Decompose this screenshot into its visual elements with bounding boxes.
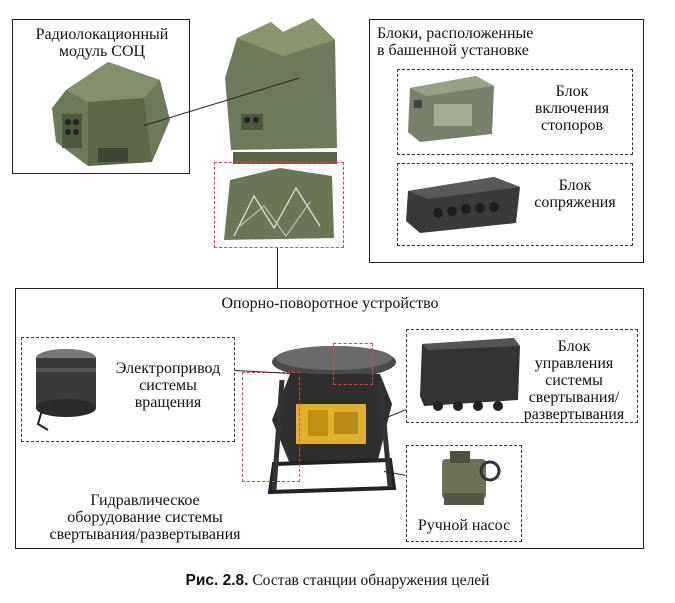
drive-label: Электропривод системы вращения	[104, 360, 232, 411]
interface-label-line2: сопряжения	[534, 194, 616, 211]
interface-block-photo	[404, 173, 522, 235]
tower-title-line2: в башенной установке	[377, 42, 529, 59]
central-radar-photo	[223, 18, 339, 166]
base-connector-line	[277, 248, 279, 288]
pump-photo	[432, 449, 504, 509]
control-label-line2: управления	[534, 355, 614, 372]
hydraulic-label: Гидравлическое оборудование системы свер…	[30, 492, 260, 543]
drive-photo	[28, 346, 102, 432]
drive-label-line1: Электропривод	[115, 360, 221, 377]
lock-label-line3: стопоров	[541, 117, 603, 134]
hydraulic-highlight	[242, 372, 300, 482]
drive-label-line3: вращения	[134, 394, 202, 411]
turntable-photo	[252, 340, 402, 496]
control-block-label: Блок управления системы свертывания/ раз…	[514, 338, 634, 423]
radar-label-line1: Радиолокационный	[35, 26, 169, 43]
interface-label-line1: Блок	[558, 177, 592, 194]
control-label-line4: свертывания/	[528, 389, 620, 406]
hydraulic-label-line2: оборудование системы	[67, 509, 223, 526]
caption-prefix: Рис. 2.8.	[185, 572, 249, 589]
lock-block-label: Блок включения стопоров	[522, 83, 622, 134]
lock-label-line2: включения	[534, 100, 610, 117]
support-device-title: Опорно-поворотное устройство	[221, 295, 439, 312]
radar-module-label: Радиолокационный модуль СОЦ	[20, 26, 184, 60]
control-label-line3: системы	[545, 372, 603, 389]
pump-label: Ручной насос	[417, 517, 511, 534]
interface-block-label: Блок сопряжения	[520, 177, 630, 211]
hydraulic-label-line3: свертывания/развертывания	[49, 526, 241, 543]
caption-text: Состав станции обнаружения целей	[252, 572, 490, 589]
turntable-top-highlight	[333, 343, 373, 385]
control-block-photo	[418, 336, 522, 416]
radar-label-line2: модуль СОЦ	[58, 43, 146, 60]
radar-base-highlight	[214, 162, 344, 248]
control-label-line1: Блок	[557, 338, 591, 355]
hydraulic-label-line1: Гидравлическое	[90, 492, 200, 509]
radar-module-photo	[48, 62, 178, 170]
tower-title-line1: Блоки, расположенные	[377, 25, 534, 42]
control-label-line5: развертывания	[523, 406, 625, 423]
tower-blocks-title: Блоки, расположенные в башенной установк…	[377, 25, 533, 59]
lock-label-line1: Блок	[555, 83, 589, 100]
lock-block-photo	[406, 74, 498, 144]
figure-caption: Рис. 2.8. Состав станции обнаружения цел…	[0, 572, 675, 590]
radar-base-photo	[220, 166, 338, 244]
drive-label-line2: системы	[139, 377, 197, 394]
